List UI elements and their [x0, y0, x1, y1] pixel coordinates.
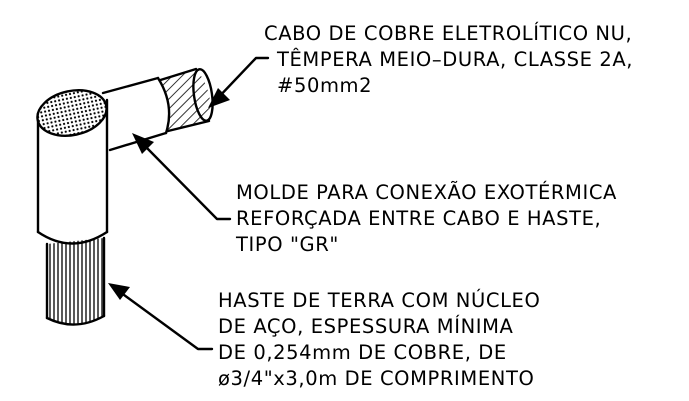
callout-cable-line-3: #50mm2: [277, 74, 372, 97]
callout-rod-line-4: ø3/4"x3,0m DE COMPRIMENTO: [218, 367, 534, 390]
callout-mold-line-3: TIPO "GR": [235, 233, 339, 256]
callout-mold-line-2: REFORÇADA ENTRE CABO E HASTE,: [236, 207, 601, 230]
exothermic-mold: [101, 76, 171, 152]
callout-cable-line-1: CABO DE COBRE ELETROLÍTICO NU,: [264, 22, 632, 45]
callout-rod: HASTE DE TERRA COM NÚCLEO DE AÇO, ESPESS…: [218, 288, 540, 390]
callout-cable: CABO DE COBRE ELETROLÍTICO NU, TÊMPERA M…: [264, 22, 633, 97]
mold-cylinder: [36, 89, 109, 245]
ground-rod: [45, 236, 106, 326]
callout-cable-line-2: TÊMPERA MEIO–DURA, CLASSE 2A,: [276, 48, 633, 71]
leader-mold: [132, 133, 232, 221]
callout-rod-line-1: HASTE DE TERRA COM NÚCLEO: [218, 288, 540, 312]
callout-mold-line-1: MOLDE PARA CONEXÃO EXOTÉRMICA: [236, 181, 617, 204]
callout-mold: MOLDE PARA CONEXÃO EXOTÉRMICA REFORÇADA …: [235, 181, 617, 256]
callout-rod-line-3: DE 0,254mm DE COBRE, DE: [218, 341, 507, 364]
callout-rod-line-2: DE AÇO, ESPESSURA MÍNIMA: [218, 315, 514, 338]
leader-rod: [108, 283, 214, 351]
leader-cable: [208, 56, 270, 108]
